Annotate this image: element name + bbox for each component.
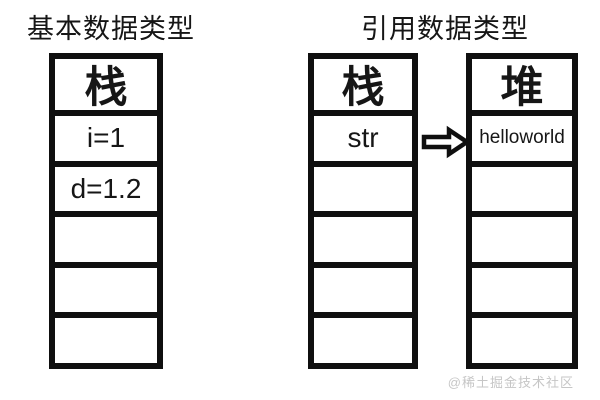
heap-cell-helloworld: helloworld bbox=[472, 109, 572, 161]
heap-table: 堆 helloworld bbox=[466, 53, 578, 369]
stack-header-cell: 栈 bbox=[84, 64, 128, 110]
stack-cell-d: d=1.2 bbox=[55, 160, 157, 212]
stack-cell-empty bbox=[314, 261, 412, 313]
heap-cell-empty bbox=[472, 160, 572, 212]
watermark-text: @稀土掘金技术社区 bbox=[447, 375, 574, 390]
stack-cell-i: i=1 bbox=[55, 109, 157, 161]
heap-cell-empty bbox=[472, 211, 572, 262]
heap-cell-empty bbox=[472, 312, 572, 363]
stack-cell-empty bbox=[314, 312, 412, 363]
stack-cell-empty bbox=[314, 160, 412, 212]
stack-cell-empty bbox=[55, 261, 157, 313]
heap-header-cell: 堆 bbox=[500, 64, 544, 110]
stack-cell-empty bbox=[55, 312, 157, 363]
reference-stack-table: 栈 str bbox=[308, 53, 418, 369]
heap-cell-empty bbox=[472, 261, 572, 313]
stack-header-cell: 栈 bbox=[341, 64, 385, 110]
stack-cell-empty bbox=[314, 211, 412, 262]
reference-types-title: 引用数据类型 bbox=[361, 14, 529, 44]
stack-cell-empty bbox=[55, 211, 157, 262]
primitive-types-title: 基本数据类型 bbox=[27, 14, 195, 44]
primitive-stack-table: 栈 i=1 d=1.2 bbox=[49, 53, 163, 369]
stack-cell-str: str bbox=[314, 109, 412, 161]
reference-arrow-icon bbox=[421, 124, 472, 160]
